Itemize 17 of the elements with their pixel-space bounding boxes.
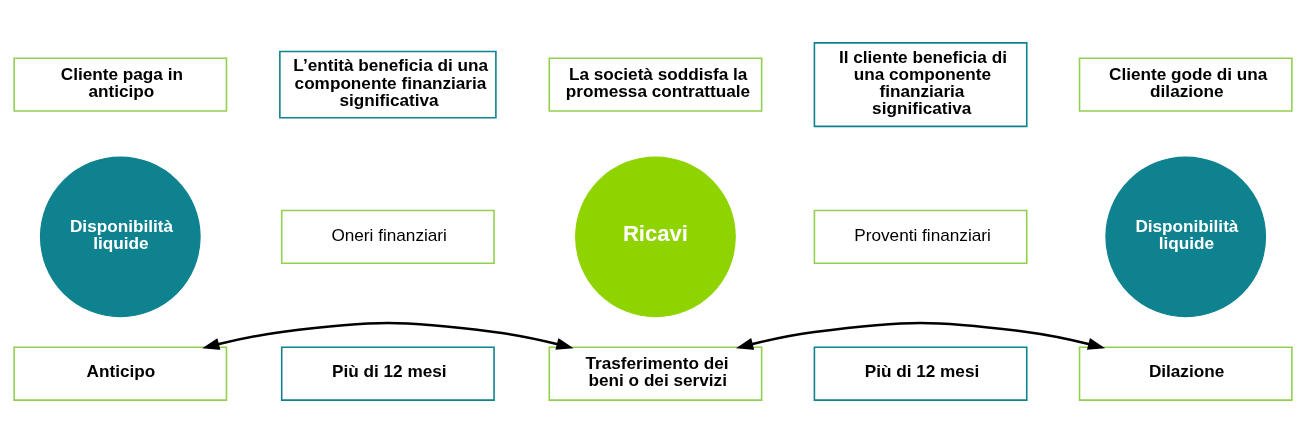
node-box: Più di 12 mesi [813,346,1028,401]
node-box: Cliente paga in anticipo [13,56,228,112]
node-circle: Disponibilità liquide [39,155,201,317]
arrow [202,321,574,350]
node-box: Dilazione [1078,346,1293,401]
node-box: Anticipo [13,346,228,401]
node-box: Più di 12 mesi [280,346,495,401]
node-box: Proventi finanziari [813,209,1028,264]
node-box: Cliente gode di una dilazione [1078,56,1293,112]
node-box: Oneri finanziari [280,209,495,264]
node-box: Trasferimento dei beni o dei servizi [548,346,763,401]
node-box: La società soddisfa la promessa contrattuale [548,56,763,112]
node-circle: Disponibilità liquide [1105,155,1267,317]
arrow [736,321,1106,350]
node-box: Il cliente beneficia di una componente finanziaria significativa [813,41,1028,127]
node-box: L’entità beneficia di una componente finanziaria significativa [279,50,497,119]
node-circle: Ricavi [575,155,736,317]
